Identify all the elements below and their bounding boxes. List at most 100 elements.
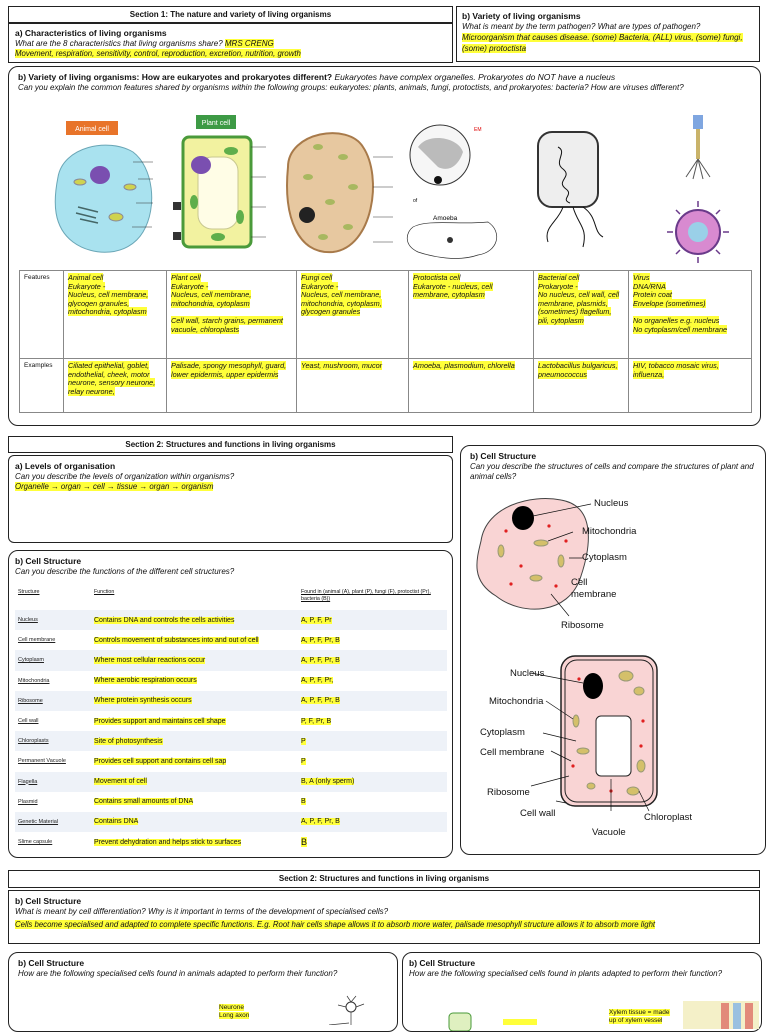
plant-specialised-heading: b) Cell Structure (409, 958, 476, 968)
plant-label-chloroplast: Chloroplast (644, 812, 693, 823)
characteristics-heading: a) Characteristics of living organisms (15, 28, 167, 38)
characteristics-question: What are the 8 characteristics that livi… (15, 39, 274, 48)
section2-title-box: Section 2: Structures and functions in l… (8, 436, 453, 453)
plant-label-vacuole: Vacuole (592, 827, 626, 838)
bacteria-examples: Lactobacillus bulgaricus, pneumococcus (533, 358, 629, 413)
plant-specialised-question: How are the following specialised cells … (409, 969, 723, 978)
plant-label-mitochondria: Mitochondria (489, 696, 544, 707)
animal-specialised-box: b) Cell Structure How are the following … (8, 952, 398, 1032)
levels-answer: Organelle → organ → cell → tissue → orga… (15, 482, 214, 491)
compare-question: Can you describe the structures of cells… (470, 462, 754, 481)
virus-images (667, 115, 729, 263)
compare-heading: b) Cell Structure (470, 451, 537, 461)
pathogen-box: b) Variety of living organisms What is m… (456, 6, 760, 62)
organism-illustrations: Animal cell Plant cell (54, 115, 729, 263)
animal-label-mitochondria: Mitochondria (582, 526, 637, 537)
characteristics-answer: Movement, respiration, sensitivity, cont… (15, 49, 301, 58)
protoctist-image: EM of Amoeba (406, 124, 498, 259)
cs-header-function: Function (94, 589, 115, 595)
animal-label-ribosome: Ribosome (561, 620, 604, 631)
xylem-image (683, 1001, 759, 1029)
plant-label-ribosome: Ribosome (487, 787, 530, 798)
svg-text:of: of (413, 198, 418, 204)
features-row: Features Animal cell Eukaryote - Nucleus… (19, 270, 752, 359)
protoctist-examples: Amoeba, plasmodium, chlorella (408, 358, 534, 413)
animal-label-cytoplasm: Cytoplasm (582, 552, 627, 563)
plant-cell-label: Plant cell (202, 120, 231, 127)
variety-box: b) Variety of living organisms: How are … (8, 66, 761, 426)
pathogen-answer: Microorganism that causes disease. (some… (462, 33, 743, 53)
fungi-examples: Yeast, mushroom, mucor (296, 358, 409, 413)
pathogen-heading: b) Variety of living organisms (462, 11, 581, 21)
animal-specialised-heading: b) Cell Structure (18, 958, 85, 968)
virus-examples: HIV, tobacco mosaic virus, influenza, (628, 358, 752, 413)
plant-label-wall: Cell wall (520, 808, 556, 819)
cell-structure-table: Structure Function Found in (animal (A),… (15, 586, 447, 852)
animal-label-nucleus: Nucleus (594, 498, 629, 509)
compare-cells-box: b) Cell Structure Can you describe the s… (460, 445, 766, 855)
cs-header-found-in: Found in (animal (A), plant (P), fungi (… (301, 589, 431, 602)
cell-structure-heading: b) Cell Structure (15, 556, 82, 566)
bacteria-features: Bacterial cell Prokaryote - No nucleus, … (533, 270, 629, 359)
animal-examples: Ciliated epithelial, goblet, endothelial… (63, 358, 167, 413)
bacterium-image (537, 131, 604, 248)
plant-label-nucleus: Nucleus (510, 668, 545, 679)
characteristics-box: a) Characteristics of living organisms W… (8, 23, 453, 63)
plant-features: Plant cell Eukaryote - Nucleus, cell mem… (166, 270, 297, 359)
plant-label-tag (503, 1019, 537, 1025)
section2-title: Section 2: Structures and functions in l… (125, 440, 336, 449)
cs-header-structure: Structure (18, 589, 40, 595)
fungi-cell-image (286, 132, 393, 254)
plant-cell-image: Plant cell (173, 115, 266, 249)
examples-label: Examples (19, 358, 64, 413)
pathogen-question: What is meant by the term pathogen? What… (462, 22, 701, 31)
plant-label-cytoplasm: Cytoplasm (480, 727, 525, 738)
virus-features: Virus DNA/RNA Protein coat Envelope (som… (628, 270, 752, 359)
animal-features: Animal cell Eukaryote - Nucleus, cell me… (63, 270, 167, 359)
animal-label-membrane: Cell membrane (571, 577, 617, 600)
plant-cell-diagram (530, 655, 658, 812)
neurone-image (328, 995, 365, 1025)
variety-table: Features Animal cell Eukaryote - Nucleus… (19, 270, 752, 413)
differentiation-answer: Cells become specialised and adapted to … (15, 920, 656, 929)
cell-structure-box: b) Cell Structure Can you describe the f… (8, 550, 453, 858)
levels-box: a) Levels of organisation Can you descri… (8, 455, 453, 543)
cell-structure-question: Can you describe the functions of the di… (15, 567, 235, 576)
fungi-features: Fungi cell Eukaryote - Nucleus, cell mem… (296, 270, 409, 359)
svg-text:EM: EM (474, 127, 482, 133)
levels-heading: a) Levels of organisation (15, 461, 116, 471)
examples-row: Examples Ciliated epithelial, goblet, en… (19, 358, 752, 413)
section1-title-box: Section 1: The nature and variety of liv… (8, 6, 453, 23)
differentiation-question: What is meant by cell differentiation? W… (15, 907, 389, 916)
variety-heading: b) Variety of living organisms: How are … (18, 72, 616, 82)
features-label: Features (19, 270, 64, 359)
plant-specialised-box: b) Cell Structure How are the following … (402, 952, 762, 1032)
differentiation-box: b) Cell Structure What is meant by cell … (8, 890, 760, 944)
animal-specialised-question: How are the following specialised cells … (18, 969, 338, 978)
section3-title: Section 2: Structures and functions in l… (278, 874, 490, 883)
differentiation-heading: b) Cell Structure (15, 896, 82, 906)
animal-cell-image: Animal cell (54, 121, 153, 253)
neurone-note: Neurone Long axon (219, 1004, 250, 1019)
animal-cell-label: Animal cell (75, 126, 109, 133)
plant-cell-thumbnail (448, 1012, 472, 1031)
section3-title-box: Section 2: Structures and functions in l… (8, 870, 760, 888)
plant-label-membrane: Cell membrane (480, 747, 545, 758)
variety-question: Can you explain the common features shar… (18, 83, 684, 92)
amoeba-label: Amoeba (433, 215, 458, 222)
levels-question: Can you describe the levels of organizat… (15, 472, 235, 481)
protoctist-features: Protoctista cell Eukaryote - nucleus, ce… (408, 270, 534, 359)
xylem-note: Xylem tissue = made up of xylem vessel (609, 1009, 670, 1024)
